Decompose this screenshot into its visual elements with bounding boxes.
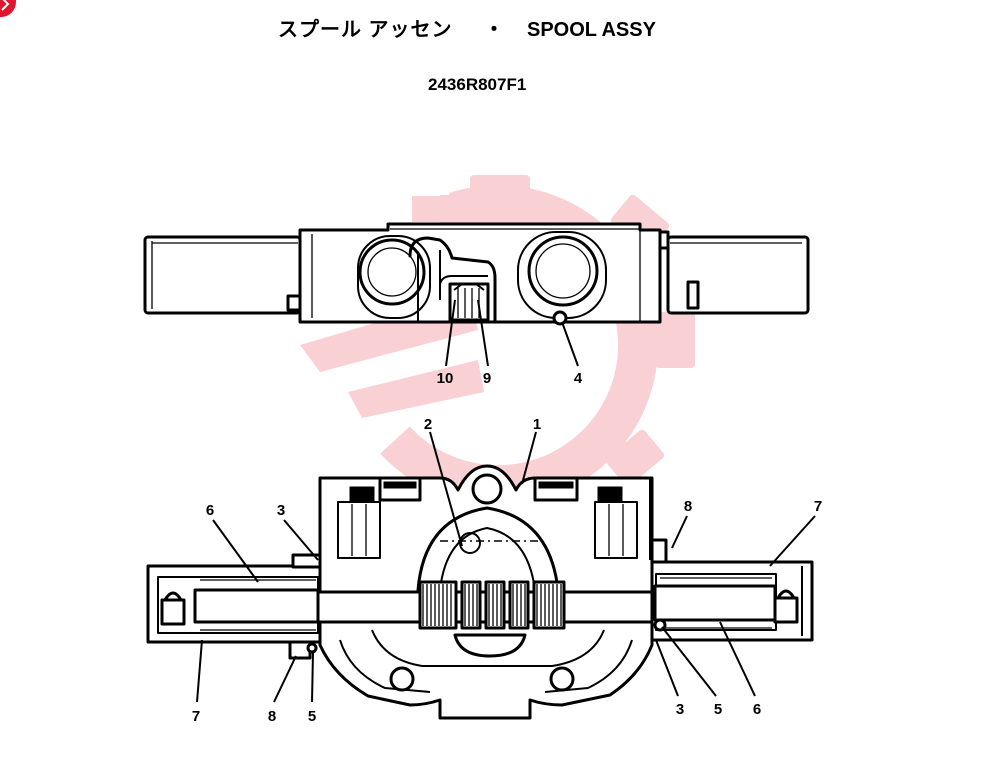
leader-6-right bbox=[719, 621, 756, 697]
callout-8-right: 8 bbox=[684, 498, 692, 515]
spool-land bbox=[460, 580, 482, 630]
spool-land bbox=[484, 580, 506, 630]
stopper-plate bbox=[408, 236, 497, 324]
callout-6-right: 6 bbox=[753, 701, 761, 718]
leader-5-right bbox=[661, 626, 717, 697]
callout-7-left: 7 bbox=[192, 708, 200, 725]
callout-3-left: 3 bbox=[277, 502, 285, 519]
red-badge-icon bbox=[0, 0, 16, 17]
leader-8-left bbox=[273, 655, 297, 703]
return-passage bbox=[453, 633, 527, 658]
spool-land bbox=[508, 580, 530, 630]
leader-4 bbox=[561, 321, 579, 367]
title-japanese: スプール アッセン bbox=[278, 19, 453, 41]
spool-hatching bbox=[422, 584, 562, 626]
spool-land bbox=[418, 580, 458, 630]
right-spring-housing bbox=[650, 538, 814, 642]
callout-4: 4 bbox=[574, 370, 583, 387]
leader-3-left bbox=[283, 519, 319, 561]
bolt-hole-left bbox=[389, 666, 415, 692]
leader-7-left bbox=[196, 639, 203, 703]
callout-5-right: 5 bbox=[714, 701, 722, 718]
callout-5-left: 5 bbox=[308, 708, 316, 725]
left-spring-housing bbox=[146, 553, 322, 660]
plug-8-right bbox=[650, 538, 668, 564]
bolt-hole-right bbox=[549, 666, 575, 692]
boss-hole bbox=[471, 473, 503, 505]
right-end-cap bbox=[666, 235, 810, 315]
part-number: 2436R807F1 bbox=[428, 75, 527, 94]
hex-screw bbox=[448, 282, 490, 322]
leader-6-left bbox=[212, 519, 259, 583]
title-separator: ・ bbox=[484, 19, 504, 41]
leader-2 bbox=[429, 431, 463, 547]
callout-8-left: 8 bbox=[268, 708, 276, 725]
left-end-cap bbox=[143, 235, 302, 315]
leader-5-left bbox=[311, 651, 314, 703]
callout-9: 9 bbox=[483, 370, 491, 387]
callout-1: 1 bbox=[533, 416, 541, 433]
leader-7-right bbox=[769, 515, 816, 567]
leader-1 bbox=[521, 431, 537, 485]
leader-3-right bbox=[655, 639, 679, 697]
callout-7-right: 7 bbox=[814, 498, 822, 515]
spool bbox=[316, 580, 654, 630]
leader-9 bbox=[477, 299, 489, 367]
leader-10 bbox=[445, 299, 456, 367]
callout-6-left: 6 bbox=[206, 502, 214, 519]
leader-8-right bbox=[671, 515, 688, 549]
callout-10: 10 bbox=[437, 370, 454, 387]
o-ring-5-left bbox=[306, 642, 318, 654]
callout-2: 2 bbox=[424, 416, 432, 433]
title-english: SPOOL ASSY bbox=[527, 19, 656, 41]
left-port bbox=[357, 235, 431, 319]
top-view: 10 9 4 bbox=[143, 222, 810, 387]
o-ring-4 bbox=[552, 310, 568, 326]
front-view: 2 1 6 3 8 7 7 8 5 3 5 6 bbox=[146, 416, 822, 725]
callout-3-right: 3 bbox=[676, 701, 684, 718]
